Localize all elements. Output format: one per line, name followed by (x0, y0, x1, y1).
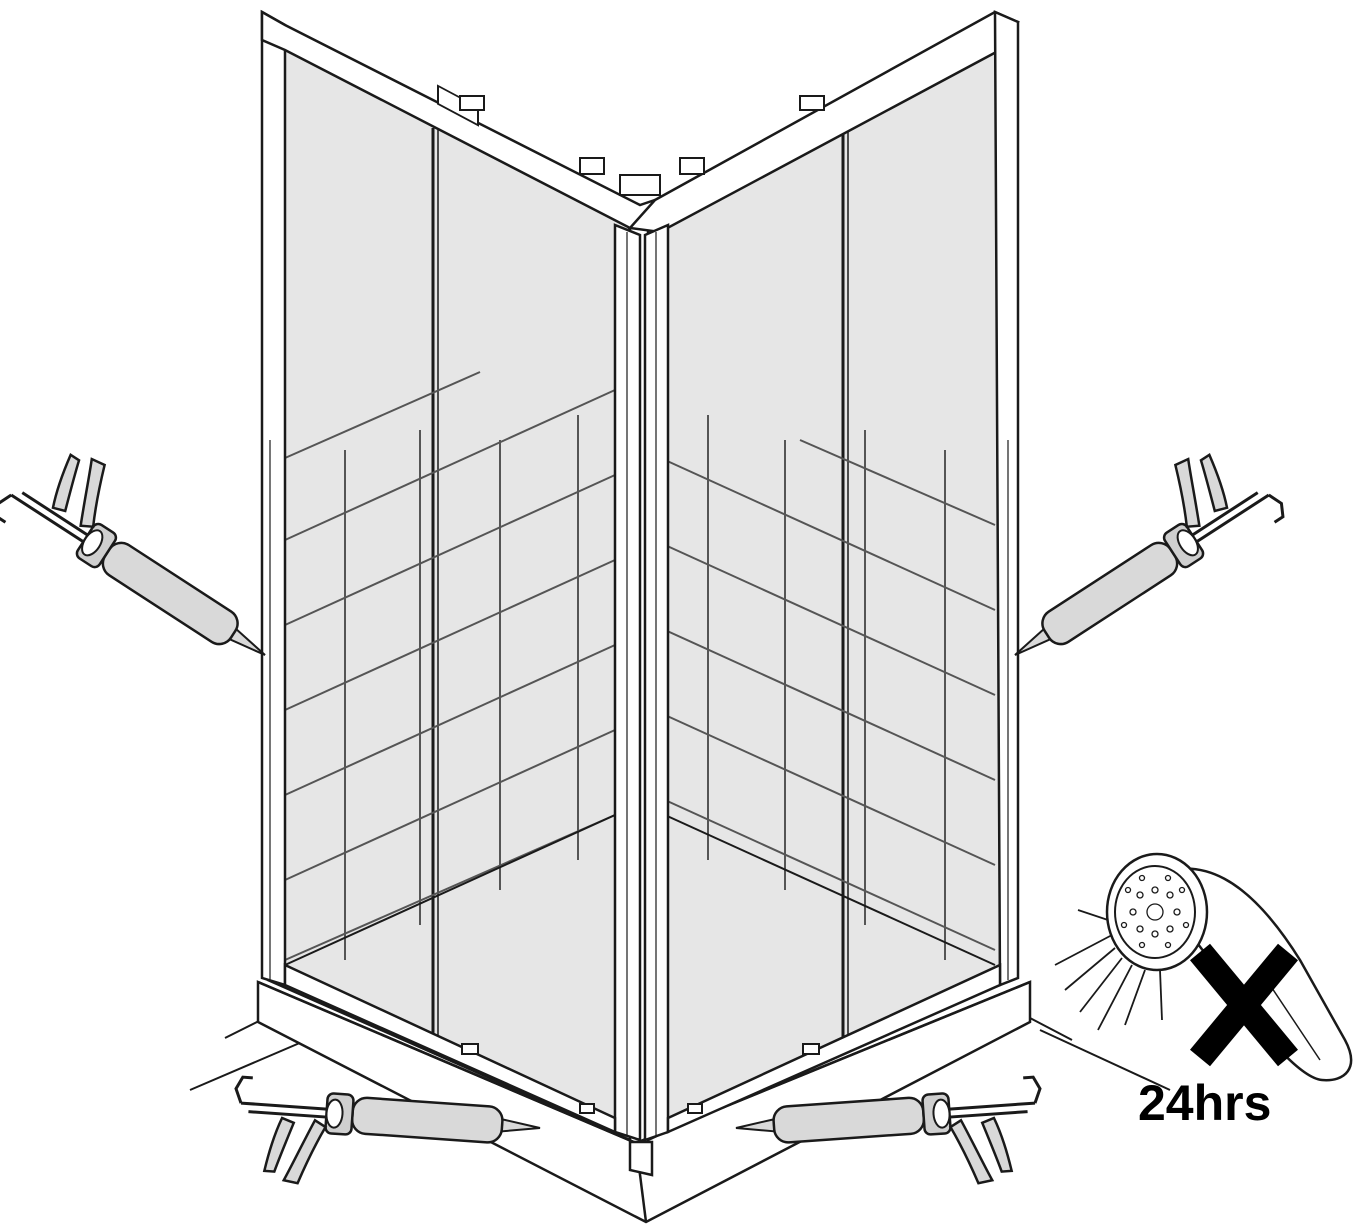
nozzle-holes (1120, 874, 1190, 949)
cure-time-label: 24hrs (1138, 1075, 1272, 1131)
door-guides (461, 1043, 820, 1114)
shower-head-icon (1054, 852, 1353, 1082)
enclosure-frame (260, 9, 1020, 1142)
cross-icon (1189, 943, 1299, 1067)
top-brackets (437, 84, 825, 196)
water-spray (1054, 909, 1163, 1031)
sealant-gun-icon (0, 426, 306, 682)
sealant-gun-icon (974, 426, 1290, 682)
